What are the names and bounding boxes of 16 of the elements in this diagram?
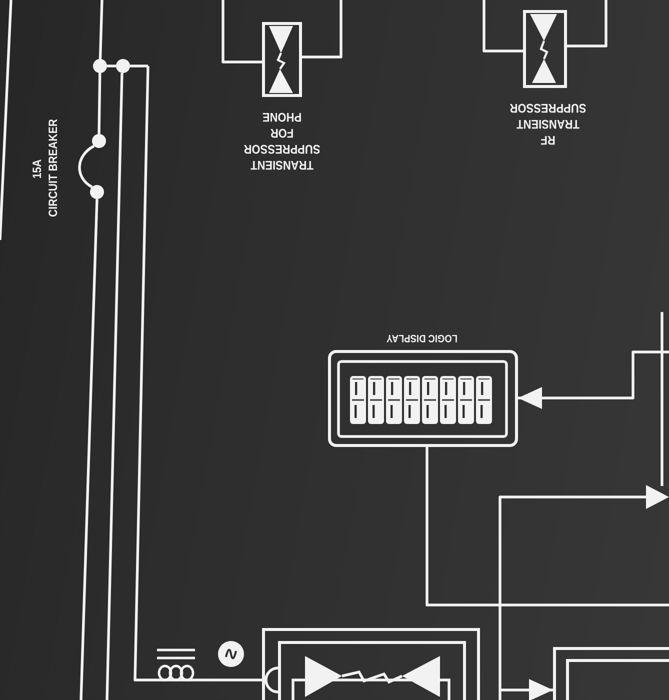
arrow (518, 350, 669, 409)
wire (567, 0, 608, 48)
component-label: TRANSIENT SUPPRESSOR FOR PHONE (244, 109, 320, 173)
wire (98, 0, 104, 134)
component-label: CIRCUIT BREAKER (46, 119, 60, 217)
wire (302, 0, 342, 58)
module-frame (262, 628, 480, 700)
display-label: LOGIC DISPLAY (386, 332, 458, 344)
wire (80, 198, 98, 700)
wire (482, 0, 523, 52)
wire (426, 447, 669, 606)
wire (222, 0, 262, 64)
wire (134, 66, 262, 682)
component-label: 15A (30, 159, 44, 179)
component-label: RF TRANSIENT SUPPRESSOR (510, 100, 586, 148)
arrow (500, 679, 553, 700)
